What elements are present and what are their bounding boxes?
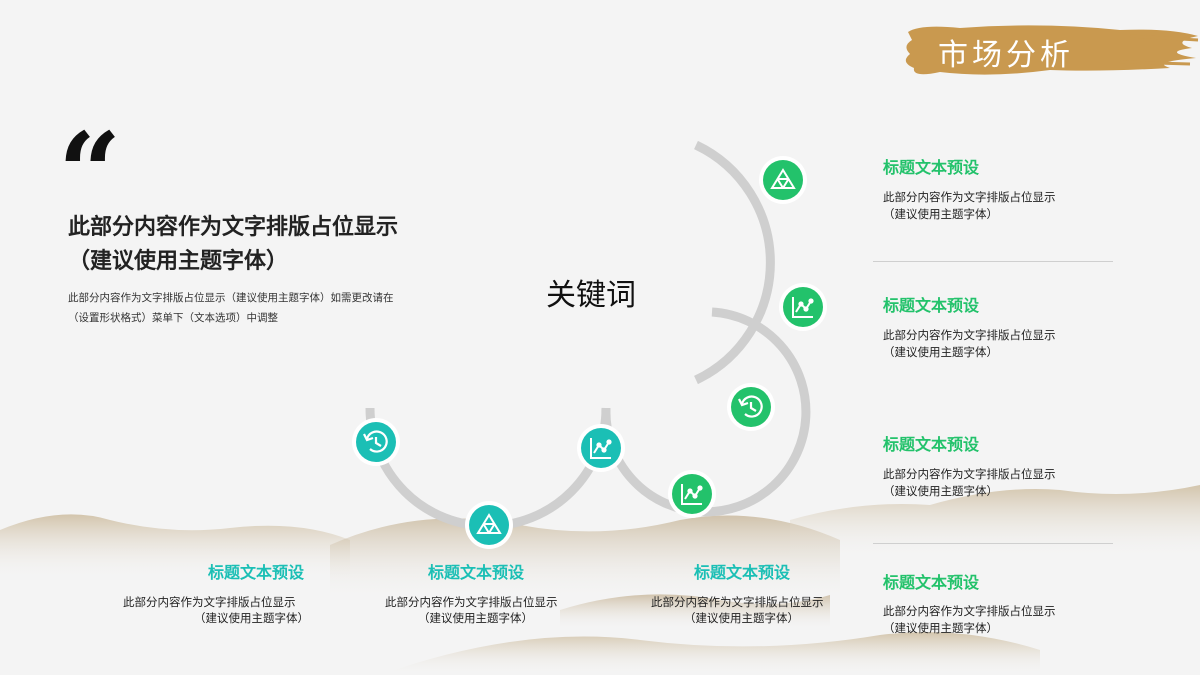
card-desc: 此部分内容作为文字排版占位显示 (385, 595, 558, 609)
card-desc: （建议使用主题字体） (194, 611, 309, 625)
icon-node-3 (727, 383, 775, 431)
triangle-icon (476, 513, 502, 534)
icon-node-1 (759, 156, 807, 204)
keyword-label: 关键词 (546, 278, 636, 313)
card-desc: （建议使用主题字体） (883, 345, 998, 359)
page-title: 市场分析 (938, 38, 1074, 73)
icon-node-5 (577, 424, 625, 472)
card-title: 标题文本预设 (428, 563, 525, 582)
quote-mark: “ (58, 108, 122, 237)
history-icon (363, 430, 388, 453)
card-desc: （建议使用主题字体） (883, 484, 998, 498)
history-icon (738, 395, 763, 418)
card-desc: 此部分内容作为文字排版占位显示 (883, 190, 1056, 204)
card-title: 标题文本预设 (883, 573, 980, 592)
divider (873, 261, 1113, 262)
quote-description: 此部分内容作为文字排版占位显示（建议使用主题字体）如需更改请在 （设置形状格式）… (68, 288, 468, 328)
card-title: 标题文本预设 (883, 435, 980, 454)
card-desc: （建议使用主题字体） (883, 621, 998, 635)
chart-icon (792, 297, 814, 318)
icon-node-2 (779, 283, 827, 331)
icon-node-6 (465, 501, 513, 549)
quote-title-line: （建议使用主题字体） (68, 248, 289, 274)
brush-banner (905, 25, 1199, 75)
arc-large (694, 140, 775, 385)
card-desc: 此部分内容作为文字排版占位显示 (123, 595, 296, 609)
card-desc: 此部分内容作为文字排版占位显示 (883, 328, 1056, 342)
divider (873, 543, 1113, 544)
chart-icon (590, 438, 612, 459)
card-desc: 此部分内容作为文字排版占位显示 (651, 595, 824, 609)
quote-title: 此部分内容作为文字排版占位显示 （建议使用主题字体） (68, 210, 488, 278)
card-desc: （建议使用主题字体） (684, 611, 799, 625)
card-desc: 此部分内容作为文字排版占位显示 (883, 604, 1056, 618)
card-desc: （建议使用主题字体） (883, 207, 998, 221)
icon-node-4 (668, 470, 716, 518)
card-title: 标题文本预设 (208, 563, 305, 582)
card-desc: 此部分内容作为文字排版占位显示 (883, 467, 1056, 481)
card-title: 标题文本预设 (883, 296, 980, 315)
arc-middle (601, 307, 811, 517)
card-title: 标题文本预设 (883, 158, 980, 177)
quote-desc-line: 此部分内容作为文字排版占位显示（建议使用主题字体）如需更改请在 (68, 292, 394, 304)
icon-node-7 (352, 418, 400, 466)
chart-icon (681, 484, 703, 505)
quote-title-line: 此部分内容作为文字排版占位显示 (68, 214, 399, 240)
card-title: 标题文本预设 (694, 563, 791, 582)
triangle-icon (770, 168, 796, 189)
quote-desc-line: （设置形状格式）菜单下（文本选项）中调整 (68, 312, 278, 324)
card-desc: （建议使用主题字体） (418, 611, 533, 625)
